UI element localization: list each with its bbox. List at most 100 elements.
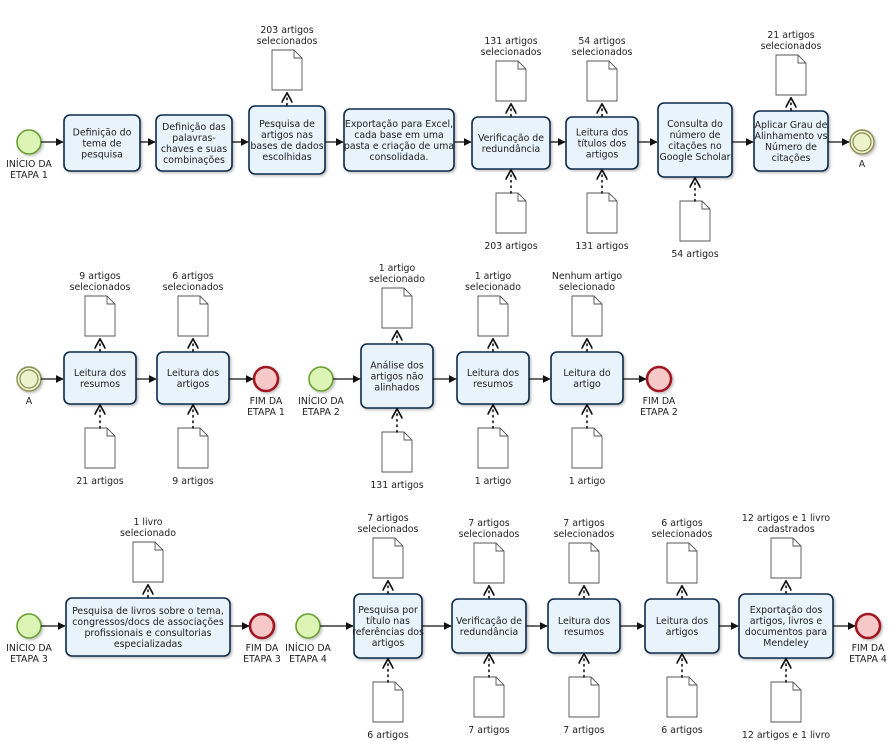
input-data-label: 6 artigos bbox=[661, 725, 703, 736]
input-document-icon bbox=[473, 676, 505, 718]
input-data-label: 131 artigos bbox=[575, 241, 628, 252]
input-document-icon bbox=[568, 676, 600, 718]
task-label: redundância bbox=[460, 627, 518, 638]
output-data-label: selecionados bbox=[761, 41, 822, 52]
task-label: artigos bbox=[372, 638, 405, 649]
task-label: artigos, livros e bbox=[750, 616, 822, 627]
task-label: Exportação dos bbox=[750, 605, 823, 616]
task-label: referências dos bbox=[352, 627, 424, 638]
start-event-label: INÍCIO DA bbox=[6, 642, 52, 654]
task-label: Leitura dos bbox=[467, 368, 519, 379]
input-document-icon bbox=[372, 681, 404, 723]
output-data-label: selecionados bbox=[481, 47, 542, 58]
output-data-label: selecionado bbox=[120, 528, 176, 539]
task-label: Verificação de bbox=[478, 133, 544, 144]
output-data-label: 21 artigos bbox=[767, 30, 814, 41]
task-label: cada base em uma bbox=[354, 130, 444, 141]
input-document-icon bbox=[586, 192, 618, 234]
output-data-label: selecionado bbox=[465, 282, 521, 293]
start-event-label: INÍCIO DA bbox=[285, 642, 331, 654]
task-label: escolhidas bbox=[262, 152, 311, 163]
end-event-label: FIM DA bbox=[250, 396, 283, 407]
output-data-label: 6 artigos bbox=[661, 518, 703, 529]
input-document-icon bbox=[679, 200, 711, 242]
output-data-label: selecionados bbox=[70, 282, 131, 293]
link-event bbox=[849, 129, 875, 155]
output-data-label: selecionado bbox=[559, 282, 615, 293]
task-label: documentos para bbox=[745, 627, 827, 638]
link-event-label: A bbox=[26, 396, 33, 407]
output-data-label: 1 artigo bbox=[379, 263, 416, 274]
task-label: palavras- bbox=[172, 133, 215, 144]
output-document-icon bbox=[177, 295, 209, 337]
task-label: Mendeley bbox=[763, 638, 809, 649]
task-label: número de bbox=[670, 130, 721, 141]
task-label: pasta e criação de uma bbox=[344, 141, 454, 152]
input-data-label: 203 artigos bbox=[484, 241, 537, 252]
output-data-label: selecionados bbox=[358, 524, 419, 535]
task bbox=[63, 114, 141, 172]
input-data-label: 131 artigos bbox=[370, 480, 423, 491]
task-label: profissionais e consultorias bbox=[84, 628, 211, 639]
start-event-label: INÍCIO DA bbox=[6, 158, 52, 170]
end-event-label: FIM DA bbox=[246, 643, 279, 654]
input-data-label: 6 artigos bbox=[367, 730, 409, 741]
task-label: Análise dos bbox=[370, 360, 424, 371]
task-label: resumos bbox=[564, 627, 604, 638]
input-document-icon bbox=[495, 192, 527, 234]
output-data-label: 7 artigos bbox=[367, 513, 409, 524]
input-document-icon bbox=[770, 681, 802, 723]
input-document-icon bbox=[84, 427, 116, 469]
task-label: congressos/docs de associações bbox=[72, 617, 224, 628]
task-label: títulos dos bbox=[578, 138, 627, 149]
task-label: citações no bbox=[668, 141, 722, 152]
output-document-icon bbox=[770, 537, 802, 579]
start-event-label: ETAPA 1 bbox=[10, 170, 48, 181]
start-event bbox=[16, 129, 42, 155]
input-document-icon bbox=[381, 431, 413, 473]
output-document-icon bbox=[381, 287, 413, 329]
start-event bbox=[16, 613, 42, 639]
task-label: artigo bbox=[573, 379, 601, 390]
task-label: título nas bbox=[366, 616, 410, 627]
output-document-icon bbox=[775, 54, 807, 96]
task-label: Google Scholar bbox=[659, 152, 730, 163]
output-data-label: 9 artigos bbox=[79, 271, 121, 282]
output-data-label: cadastrados bbox=[757, 524, 814, 535]
end-event-label: ETAPA 1 bbox=[247, 407, 285, 418]
output-data-label: 7 artigos bbox=[563, 518, 605, 529]
input-data-label: 1 artigo bbox=[475, 476, 512, 487]
task-label: resumos bbox=[80, 379, 120, 390]
output-document-icon bbox=[372, 537, 404, 579]
task-label: resumos bbox=[473, 379, 513, 390]
start-event-label: ETAPA 4 bbox=[289, 654, 327, 665]
output-document-icon bbox=[132, 541, 164, 583]
input-document-icon bbox=[477, 427, 509, 469]
task-label: pesquisa bbox=[81, 149, 123, 160]
output-document-icon bbox=[473, 542, 505, 584]
task-label: citações bbox=[772, 153, 811, 164]
output-document-icon bbox=[495, 60, 527, 102]
task-label: Exportação para Excel, bbox=[345, 119, 453, 130]
task-label: Verificação de bbox=[456, 616, 522, 627]
output-document-icon bbox=[571, 295, 603, 337]
output-document-icon bbox=[586, 60, 618, 102]
output-data-label: 1 artigo bbox=[475, 271, 512, 282]
task-label: Número de bbox=[765, 142, 817, 153]
output-data-label: 1 livro bbox=[133, 517, 162, 528]
task-label: Pesquisa de livros sobre o tema, bbox=[72, 606, 224, 617]
task-label: tema de bbox=[82, 138, 121, 149]
start-event bbox=[308, 366, 334, 392]
output-data-label: selecionado bbox=[369, 274, 425, 285]
output-data-label: selecionados bbox=[257, 36, 318, 47]
task-label: Definição das bbox=[162, 122, 226, 133]
link-event bbox=[16, 366, 42, 392]
task-label: Leitura dos bbox=[74, 368, 126, 379]
task-label: Aplicar Grau de bbox=[755, 120, 828, 131]
input-data-label: 12 artigos e 1 livro bbox=[742, 730, 830, 741]
task-label: Pesquisa por bbox=[358, 605, 418, 616]
input-document-icon bbox=[571, 427, 603, 469]
task-label: artigos nas bbox=[261, 130, 313, 141]
end-event-label: FIM DA bbox=[643, 396, 676, 407]
